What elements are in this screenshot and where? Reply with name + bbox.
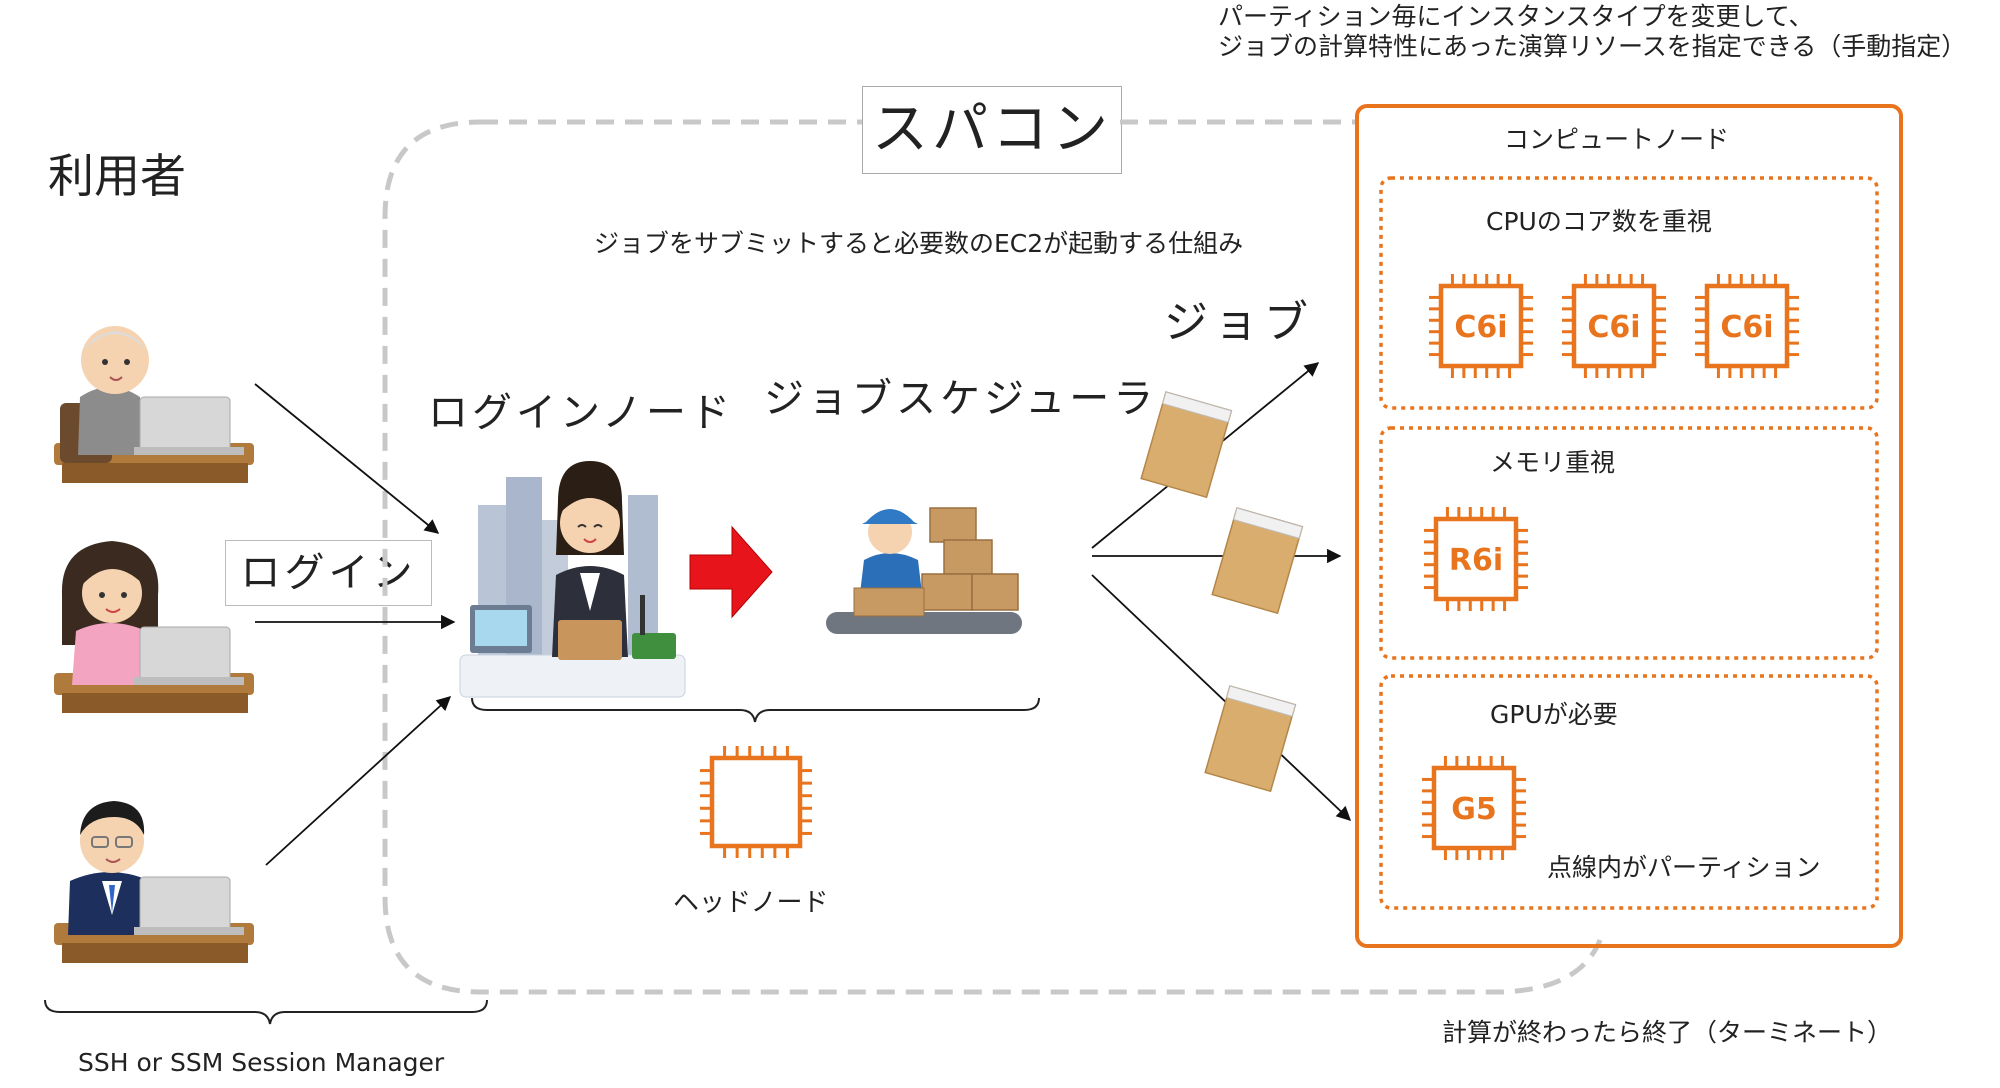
head-node-chip-icon [700, 746, 812, 858]
arrow-user1 [254, 383, 440, 534]
head-node-label: ヘッドノード [673, 888, 829, 918]
users-title: 利用者 [48, 149, 186, 203]
arrow-user3 [265, 696, 452, 866]
chip-r6i: R6i [1424, 507, 1528, 611]
red-arrow [689, 525, 773, 619]
partition-note-top: パーティション毎にインスタンスタイプを変更して、 ジョブの計算特性にあった演算リ… [1218, 2, 1966, 62]
job-scheduler-illustration [826, 507, 1022, 634]
partition-gpu-label: GPUが必要 [1490, 700, 1618, 729]
job-scheduler-label: ジョブスケジューラ [764, 376, 1158, 422]
terminate-note: 計算が終わったら終了（ターミネート） [1442, 1018, 1893, 1047]
user-man-illustration [54, 801, 254, 963]
login-node-illustration [459, 461, 686, 698]
login-node-label: ログインノード [428, 390, 734, 436]
chip-c6i-3: C6i [1695, 274, 1799, 378]
user-elderly-illustration [54, 326, 254, 483]
arrow-job3 [1091, 574, 1352, 821]
partition-memory-label: メモリ重視 [1490, 448, 1616, 477]
job-label: ジョブ [1164, 297, 1314, 348]
user-woman-illustration [54, 541, 254, 713]
partition-note: 点線内がパーティション [1547, 853, 1821, 882]
compute-nodes-title: コンピュートノード [1504, 125, 1730, 154]
job-envelope-2 [1211, 507, 1304, 615]
chip-c6i-1-label: C6i [1454, 310, 1507, 345]
users-brace [44, 999, 488, 1025]
partition-memory [1379, 426, 1879, 660]
partition-cpu-label: CPUのコア数を重視 [1486, 207, 1712, 236]
headnode-brace [471, 697, 1040, 723]
access-method-label: SSH or SSM Session Manager [78, 1048, 445, 1077]
supercomputer-title: スパコン [862, 86, 1122, 174]
top-note-line1: パーティション毎にインスタンスタイプを変更して、 [1218, 2, 1814, 31]
chip-g5: G5 [1422, 756, 1526, 860]
login-box: ログイン [225, 540, 432, 606]
chip-c6i-2-label: C6i [1587, 310, 1640, 345]
chip-r6i-label: R6i [1449, 543, 1503, 578]
chip-g5-label: G5 [1451, 792, 1497, 827]
submit-caption: ジョブをサブミットすると必要数のEC2が起動する仕組み [594, 229, 1244, 258]
job-envelope-3 [1204, 685, 1297, 793]
top-note-line2: ジョブの計算特性にあった演算リソースを指定できる（手動指定） [1218, 32, 1967, 61]
chip-c6i-3-label: C6i [1720, 310, 1773, 345]
chip-c6i-2: C6i [1562, 274, 1666, 378]
chip-c6i-1: C6i [1429, 274, 1533, 378]
